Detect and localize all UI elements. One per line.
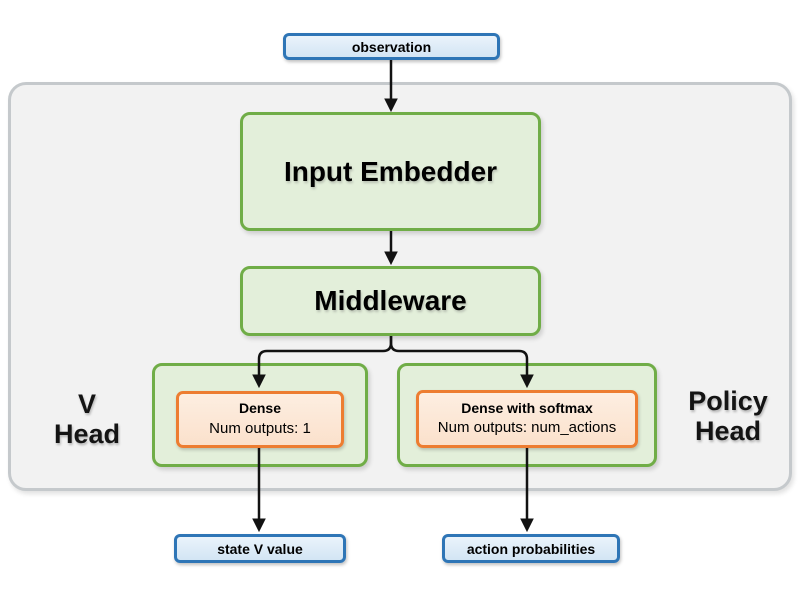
v-dense-title: Dense: [238, 400, 282, 417]
policy-head-label-line1: Policy: [688, 386, 768, 416]
policy-dense-outputs: Num outputs: num_actions: [437, 419, 617, 437]
v-head-label: V Head: [28, 389, 146, 449]
node-middleware-label: Middleware: [314, 285, 467, 316]
node-v-head-dense: Dense Num outputs: 1: [176, 391, 344, 448]
node-policy-head-dense: Dense with softmax Num outputs: num_acti…: [416, 390, 638, 448]
v-head-label-line1: V: [77, 389, 96, 419]
policy-head-label: Policy Head: [660, 386, 796, 446]
policy-head-label-line2: Head: [694, 416, 762, 447]
node-middleware: Middleware: [240, 266, 541, 336]
node-observation: observation: [283, 33, 500, 60]
v-dense-outputs: Num outputs: 1: [209, 419, 311, 437]
node-input-embedder: Input Embedder: [240, 112, 541, 231]
policy-dense-title: Dense with softmax: [461, 399, 593, 416]
state-v-value-label: state V value: [217, 540, 303, 557]
action-probabilities-label: action probabilities: [466, 540, 596, 557]
node-state-v-value: state V value: [174, 534, 346, 563]
node-input-embedder-label: Input Embedder: [283, 155, 498, 187]
node-action-probabilities: action probabilities: [442, 534, 620, 563]
v-head-label-line2: Head: [53, 419, 121, 450]
node-observation-label: observation: [351, 38, 432, 55]
